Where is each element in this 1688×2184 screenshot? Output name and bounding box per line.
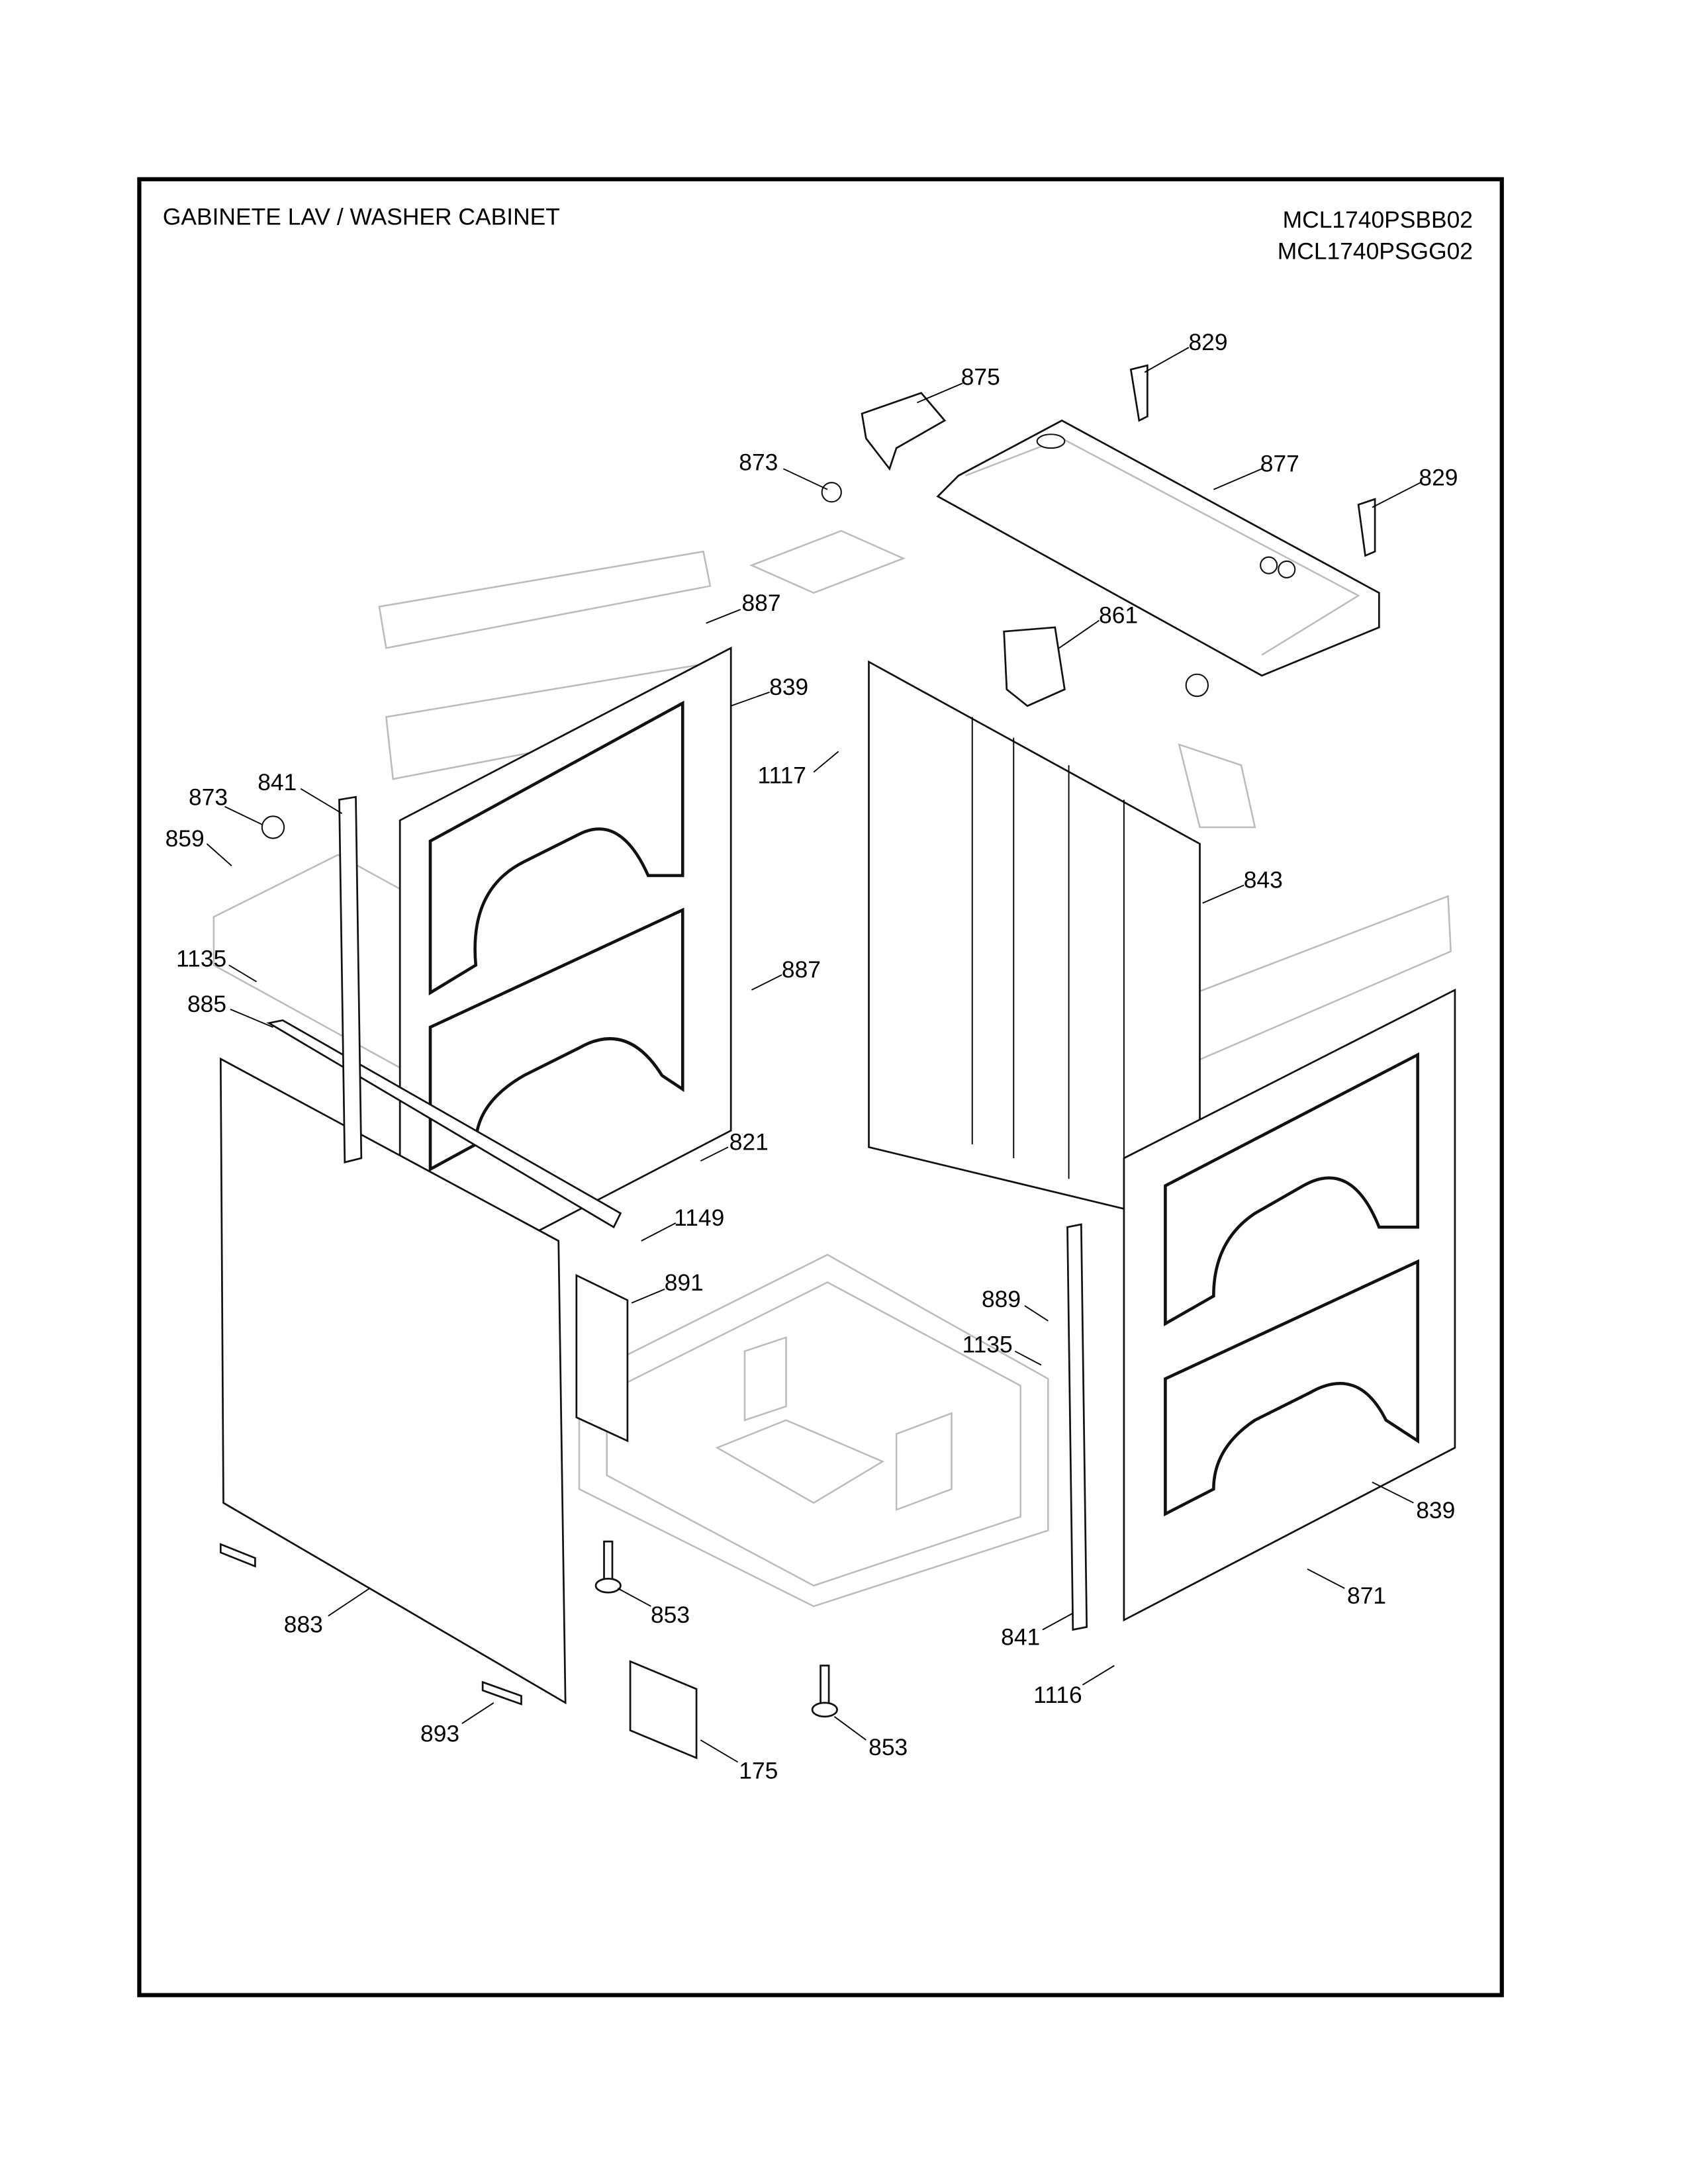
part-853-leveling-leg <box>811 1664 838 1718</box>
part-829-bracket <box>1129 364 1149 422</box>
part-829-bracket <box>1357 498 1376 557</box>
callout-859: 859 <box>165 825 205 852</box>
callout-843: 843 <box>1244 867 1283 893</box>
callout-873: 873 <box>189 784 228 811</box>
model-number-2: MCL1740PSGG02 <box>1278 238 1473 265</box>
part-883-front-panel <box>219 1057 567 1705</box>
part-873-clip <box>1185 673 1209 698</box>
callout-1135: 1135 <box>176 945 226 972</box>
part-877-top-panel <box>936 419 1380 677</box>
diagram-title: GABINETE LAV / WASHER CABINET <box>163 204 560 230</box>
leader-lines <box>206 347 1421 1763</box>
callout-873: 873 <box>739 449 778 475</box>
callout-861: 861 <box>1099 602 1138 629</box>
callout-877: 877 <box>1260 451 1299 477</box>
part-839-right-side-panel <box>1123 988 1456 1622</box>
part-873-clip <box>261 815 285 839</box>
callout-853: 853 <box>868 1734 908 1760</box>
part-893-clip <box>481 1680 522 1706</box>
callout-829: 829 <box>1188 329 1227 355</box>
callout-891: 891 <box>665 1269 704 1296</box>
callout-labels: 829 875 873 877 829 887 861 839 1117 841… <box>165 329 1458 1784</box>
part-893-clip <box>219 1543 256 1568</box>
part-841-left-strip <box>338 796 363 1163</box>
part-861-duct <box>1003 626 1066 707</box>
callout-841: 841 <box>1001 1623 1040 1650</box>
callout-841: 841 <box>258 769 297 796</box>
part-891-pad <box>575 1273 629 1443</box>
callout-1117: 1117 <box>757 762 806 788</box>
callout-839: 839 <box>769 674 808 700</box>
model-number-1: MCL1740PSBB02 <box>1283 206 1473 233</box>
callout-875: 875 <box>961 363 1000 390</box>
part-175-card <box>629 1660 698 1760</box>
callout-829: 829 <box>1419 464 1458 490</box>
callout-887: 887 <box>741 590 780 616</box>
callout-1116: 1116 <box>1033 1682 1082 1708</box>
callout-821: 821 <box>729 1128 769 1155</box>
callout-839: 839 <box>1416 1497 1455 1524</box>
part-853-leveling-leg <box>594 1540 622 1594</box>
callout-883: 883 <box>284 1612 323 1638</box>
callout-871: 871 <box>1347 1582 1386 1609</box>
callout-893: 893 <box>420 1720 459 1747</box>
part-843-rear-panel <box>868 660 1201 1228</box>
callout-1149: 1149 <box>674 1205 724 1231</box>
callout-1135: 1135 <box>962 1332 1013 1358</box>
callout-885: 885 <box>187 991 226 1017</box>
part-875-bracket <box>861 392 947 471</box>
callout-889: 889 <box>982 1286 1021 1312</box>
part-873-clip <box>821 482 842 503</box>
callout-853: 853 <box>651 1602 690 1628</box>
callout-887: 887 <box>782 956 821 983</box>
page-border <box>137 177 1504 1997</box>
part-841-right-strip <box>1066 1223 1088 1631</box>
callout-175: 175 <box>739 1758 778 1784</box>
